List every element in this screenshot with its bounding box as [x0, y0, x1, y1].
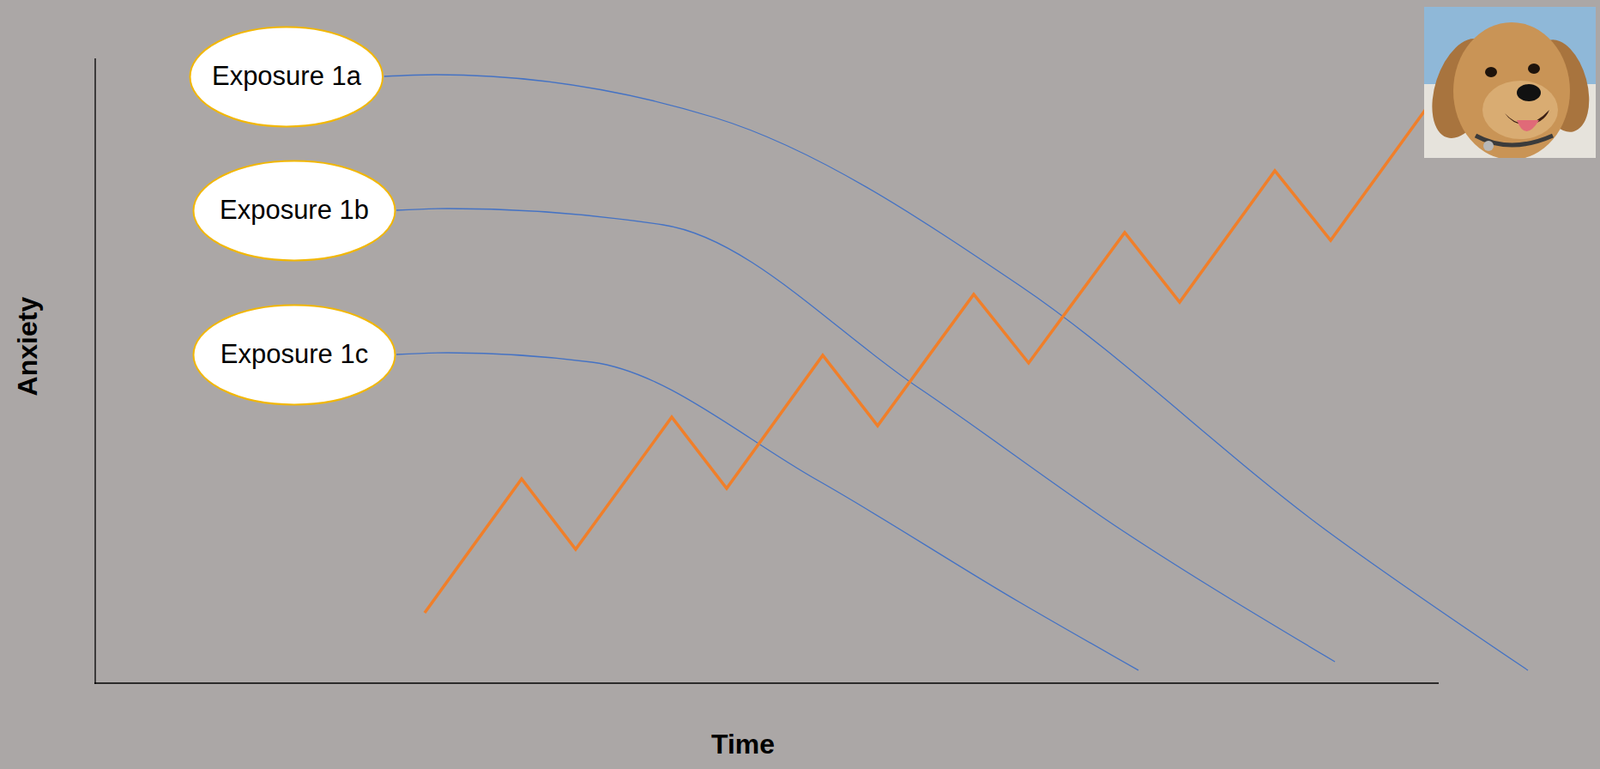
node-text: Exposure 1b: [219, 195, 369, 225]
ellipse-shape: [193, 160, 396, 260]
ellipse-shape: [193, 304, 396, 405]
curve-group: [384, 74, 1528, 671]
dog-nose: [1516, 84, 1541, 102]
exposure-curve: [396, 208, 1335, 662]
anxiety-line-group: [424, 105, 1429, 613]
dog-tag: [1483, 140, 1494, 151]
node-text: Exposure 1a: [211, 61, 362, 91]
axis-label: Time: [711, 729, 775, 760]
dog-eye: [1527, 63, 1540, 74]
exposure-ellipse: Exposure 1b: [192, 159, 397, 262]
axis-label: Anxiety: [12, 296, 43, 397]
anxiety-zigzag: [424, 105, 1429, 613]
dog-head: [1453, 22, 1570, 158]
exposure-curve: [384, 74, 1528, 671]
y-axis: [94, 58, 96, 684]
dog-muzzle: [1482, 80, 1558, 139]
dog-eye: [1485, 66, 1498, 78]
ellipse-shape: [190, 26, 384, 127]
x-axis: [94, 682, 1439, 683]
node-text: Exposure 1c: [220, 339, 369, 369]
exposure-ellipse: Exposure 1a: [188, 25, 385, 128]
exposure-ellipse: Exposure 1c: [192, 303, 397, 406]
dog-photo: [1420, 6, 1599, 160]
dog-tongue: [1516, 120, 1540, 132]
exposure-curve: [396, 352, 1139, 671]
